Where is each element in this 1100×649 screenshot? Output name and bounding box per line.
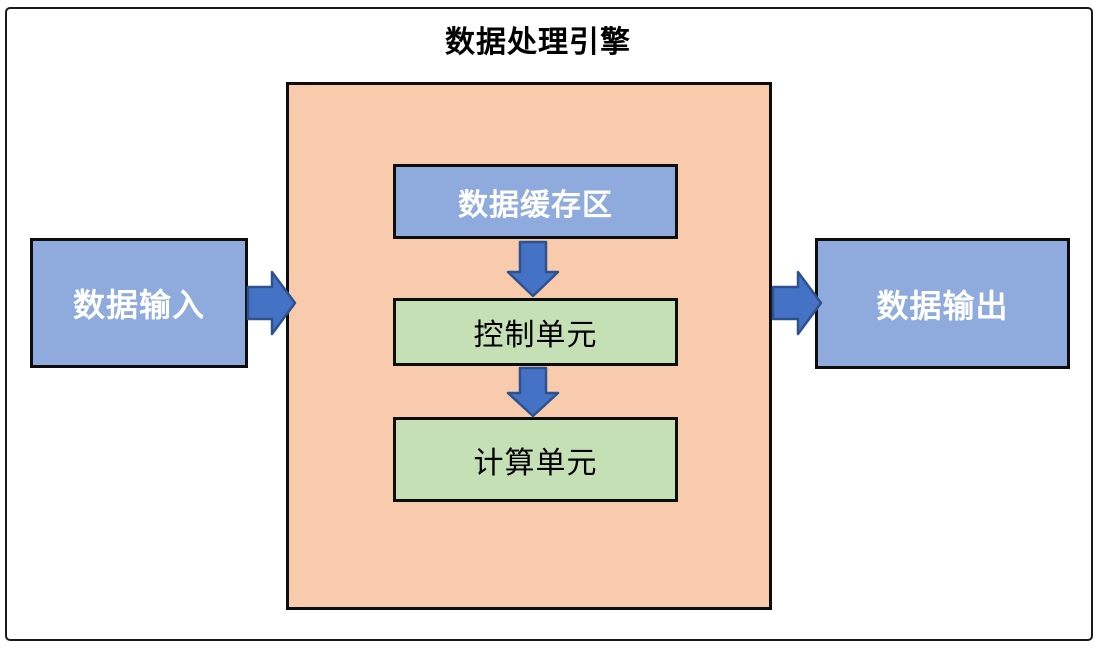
node-data-buffer: 数据缓存区 <box>393 164 678 239</box>
diagram-title: 数据处理引擎 <box>445 26 631 59</box>
arrow-right-engine-to-output-icon <box>771 270 823 336</box>
node-data-output: 数据输出 <box>815 238 1070 369</box>
node-control-unit: 控制单元 <box>393 298 678 366</box>
node-data-input: 数据输入 <box>30 238 248 368</box>
node-compute-unit: 计算单元 <box>393 417 678 502</box>
